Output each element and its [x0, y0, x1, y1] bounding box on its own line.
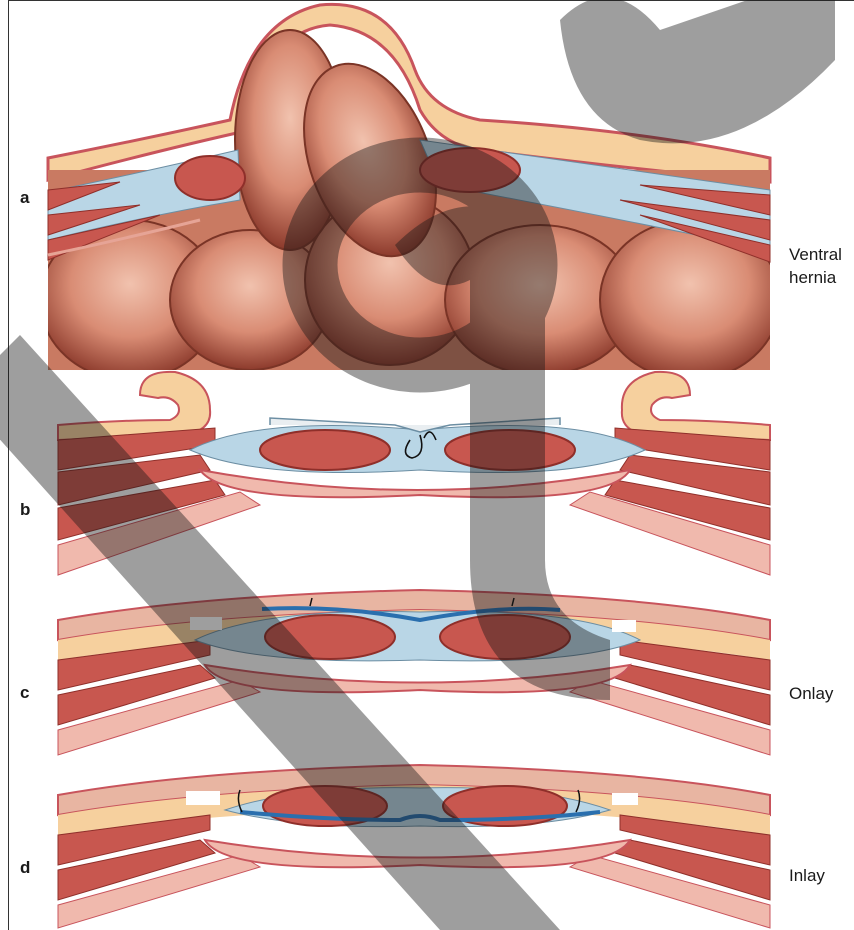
panel-d-right-label-patch	[612, 793, 638, 805]
panel-d-letter: d	[20, 858, 30, 878]
panel-a-left-rectus	[175, 156, 245, 200]
panel-b-peritoneum	[200, 470, 630, 497]
panel-a-letter: a	[20, 188, 29, 208]
panel-b-letter: b	[20, 500, 30, 520]
panel-c-caption: Onlay	[789, 682, 833, 705]
panel-b-left-rectus	[260, 430, 390, 470]
panel-d-caption: Inlay	[789, 864, 825, 887]
panel-c-letter: c	[20, 683, 29, 703]
panel-d-left-label-patch	[186, 791, 220, 805]
panel-c-right-label-patch	[612, 620, 636, 632]
panel-b-fascia	[190, 426, 645, 473]
watermark-stroke	[560, 0, 835, 143]
panel-a-caption: Ventral hernia	[789, 243, 842, 289]
